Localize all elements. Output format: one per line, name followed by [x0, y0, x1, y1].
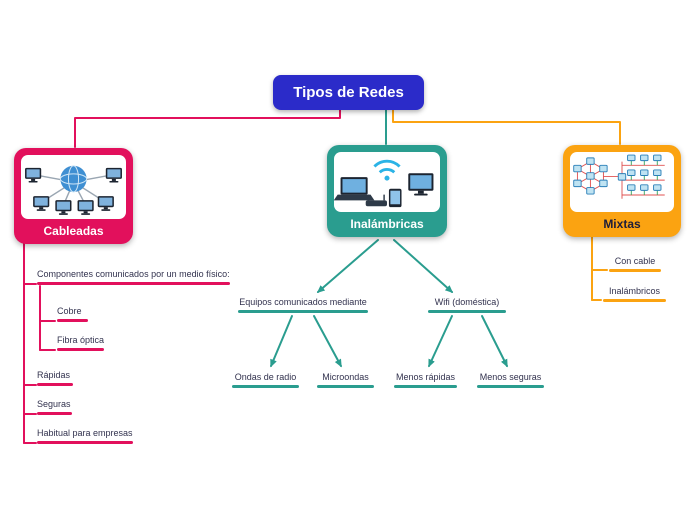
topic-text: Menos seguras — [479, 372, 542, 382]
topic-underline — [57, 319, 88, 322]
topic-wifi-domestica[interactable]: Wifi (doméstica) — [428, 297, 506, 313]
topic-underline — [37, 441, 133, 444]
topic-con-cable[interactable]: Con cable — [609, 256, 661, 272]
root-node[interactable]: Tipos de Redes — [273, 75, 424, 110]
node-cableadas[interactable]: Cableadas — [14, 148, 133, 244]
root-node-label: Tipos de Redes — [293, 84, 404, 101]
topic-habitual-para-empresas[interactable]: Habitual para empresas — [37, 428, 133, 444]
topic-text: Menos rápidas — [395, 372, 456, 382]
connector-root-mixtas — [392, 109, 621, 145]
topic-seguras[interactable]: Seguras — [37, 399, 72, 415]
node-inalambricas-label: Inalámbricas — [350, 217, 424, 231]
topic-text: Microondas — [322, 372, 369, 382]
node-mixtas[interactable]: Mixtas — [563, 145, 681, 237]
topic-text: Habitual para empresas — [37, 428, 133, 438]
wireless-devices-illustration-icon — [334, 152, 440, 212]
topic-componentes-medio-fisico[interactable]: Componentes comunicados por un medio fís… — [37, 269, 230, 285]
topic-rapidas[interactable]: Rápidas — [37, 370, 73, 386]
topic-underline — [428, 310, 506, 313]
topic-text: Con cable — [614, 256, 656, 266]
connector-root-cableadas — [74, 109, 341, 148]
topic-underline — [394, 385, 457, 388]
topic-menos-seguras[interactable]: Menos seguras — [477, 372, 544, 388]
topic-underline — [37, 412, 72, 415]
topic-text: Wifi (doméstica) — [434, 297, 500, 307]
connector-mixtas-tree — [591, 235, 608, 301]
mixed-network-topology-illustration-icon — [570, 152, 674, 212]
topic-menos-rapidas[interactable]: Menos rápidas — [394, 372, 457, 388]
topic-text: Seguras — [37, 399, 71, 409]
topic-fibra-optica[interactable]: Fibra óptica — [57, 335, 105, 351]
topic-underline — [317, 385, 374, 388]
topic-ondas-de-radio[interactable]: Ondas de radio — [232, 372, 299, 388]
topic-underline — [603, 299, 666, 302]
topic-cobre[interactable]: Cobre — [57, 306, 88, 322]
topic-underline — [238, 310, 368, 313]
topic-underline — [37, 383, 73, 386]
wired-network-illustration-icon — [21, 155, 126, 219]
topic-underline — [609, 269, 661, 272]
node-mixtas-label: Mixtas — [603, 217, 641, 231]
topic-underline — [57, 348, 105, 351]
topic-text: Cobre — [57, 306, 82, 316]
topic-text: Fibra óptica — [57, 335, 105, 345]
node-cableadas-label: Cableadas — [43, 224, 104, 238]
topic-microondas[interactable]: Microondas — [317, 372, 374, 388]
connector-cableadas-tree — [23, 241, 56, 444]
node-inalambricas[interactable]: Inalámbricas — [327, 145, 447, 237]
topic-equipos-comunicados-mediante[interactable]: Equipos comunicados mediante — [238, 297, 368, 313]
topic-underline — [477, 385, 544, 388]
topic-inalambricos[interactable]: Inalámbricos — [603, 286, 666, 302]
topic-text: Rápidas — [37, 370, 71, 380]
topic-text: Ondas de radio — [234, 372, 297, 382]
topic-text: Componentes comunicados por un medio fís… — [37, 269, 230, 279]
connector-inalambricas-arrows — [270, 239, 508, 368]
topic-underline — [232, 385, 299, 388]
topic-underline — [37, 282, 230, 285]
topic-text: Equipos comunicados mediante — [239, 297, 367, 307]
topic-text: Inalámbricos — [608, 286, 661, 296]
